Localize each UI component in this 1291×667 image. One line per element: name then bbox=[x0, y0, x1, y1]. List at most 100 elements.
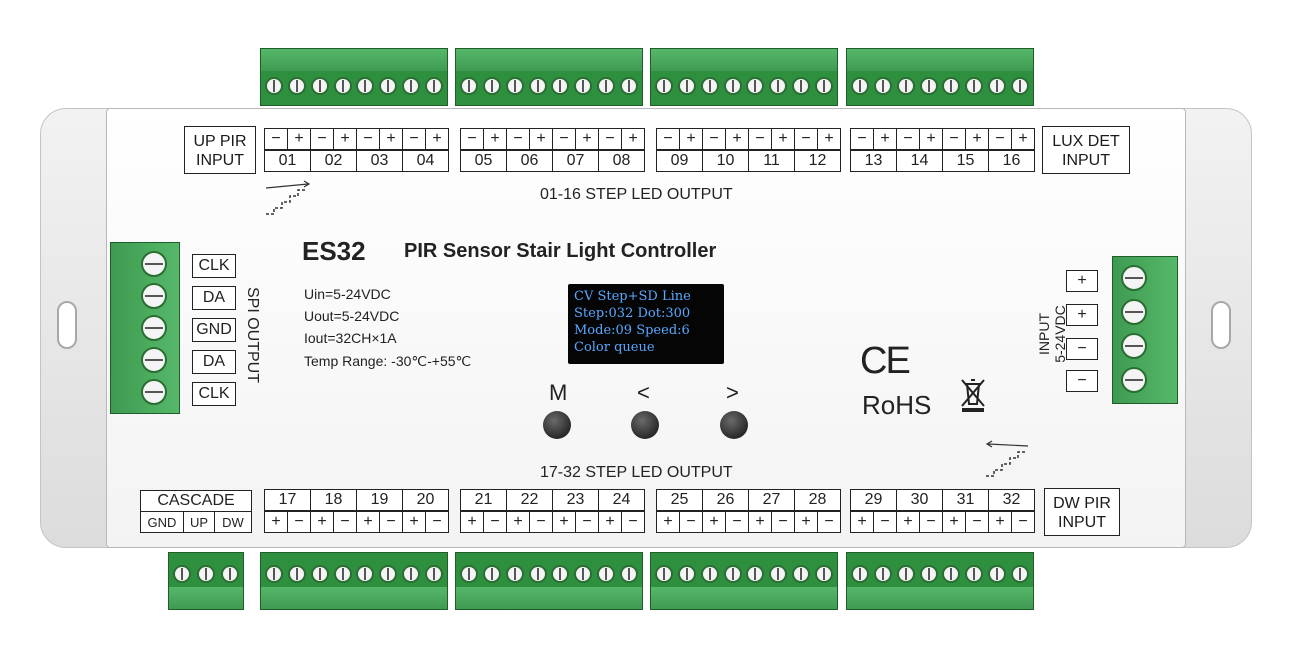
terminal-screw[interactable] bbox=[769, 77, 788, 95]
terminal-screw[interactable] bbox=[460, 77, 478, 95]
terminal-screw[interactable] bbox=[814, 565, 833, 583]
terminal-screw[interactable] bbox=[1121, 367, 1147, 393]
bottom-polarity-cell: + bbox=[598, 511, 622, 533]
terminal-screw[interactable] bbox=[942, 77, 961, 95]
terminal-screw[interactable] bbox=[424, 77, 443, 95]
terminal-screw[interactable] bbox=[141, 283, 167, 309]
terminal-screw[interactable] bbox=[896, 77, 915, 95]
terminal-screw[interactable] bbox=[919, 77, 938, 95]
terminal-screw[interactable] bbox=[700, 77, 719, 95]
terminal-screw[interactable] bbox=[505, 77, 524, 95]
terminal-screw[interactable] bbox=[310, 77, 329, 95]
terminal-screw[interactable] bbox=[221, 565, 239, 583]
next-button[interactable] bbox=[720, 411, 748, 439]
terminal-screw[interactable] bbox=[792, 565, 811, 583]
terminal-screw[interactable] bbox=[1121, 299, 1147, 325]
up-pir-input-label: UP PIR INPUT bbox=[184, 126, 256, 174]
terminal-screw[interactable] bbox=[851, 77, 869, 95]
terminal-screw[interactable] bbox=[356, 565, 375, 583]
terminal-screw[interactable] bbox=[1010, 77, 1029, 95]
terminal-screw[interactable] bbox=[965, 77, 984, 95]
terminal-screw[interactable] bbox=[988, 77, 1007, 95]
terminal-screw[interactable] bbox=[619, 77, 638, 95]
bottom-polarity-cell: + bbox=[402, 511, 426, 533]
terminal-screw[interactable] bbox=[141, 379, 167, 405]
mode-button[interactable] bbox=[543, 411, 571, 439]
right-mounting-slot bbox=[1211, 301, 1231, 349]
bottom-polarity-cell: + bbox=[264, 511, 288, 533]
terminal-screw[interactable] bbox=[965, 565, 984, 583]
terminal-screw[interactable] bbox=[814, 77, 833, 95]
terminal-screw[interactable] bbox=[746, 77, 765, 95]
bottom-polarity-cell: − bbox=[725, 511, 749, 533]
top-polarity-cell: − bbox=[896, 128, 920, 150]
terminal-screw[interactable] bbox=[265, 77, 283, 95]
terminal-screw[interactable] bbox=[356, 77, 375, 95]
terminal-screw[interactable] bbox=[769, 565, 788, 583]
terminal-screw[interactable] bbox=[574, 77, 593, 95]
rohs-label: RoHS bbox=[862, 390, 932, 420]
prev-button[interactable] bbox=[631, 411, 659, 439]
terminal-screw[interactable] bbox=[333, 565, 352, 583]
terminal-screw[interactable] bbox=[873, 565, 892, 583]
terminal-screw[interactable] bbox=[942, 565, 961, 583]
terminal-screw[interactable] bbox=[197, 565, 215, 583]
dw-pir-input-label: DW PIR INPUT bbox=[1044, 488, 1120, 536]
button-m-label: M bbox=[549, 380, 568, 405]
terminal-screw[interactable] bbox=[482, 565, 501, 583]
terminal-screw[interactable] bbox=[655, 77, 673, 95]
top-polarity-cell: − bbox=[552, 128, 576, 150]
terminal-screw[interactable] bbox=[528, 565, 547, 583]
terminal-screw[interactable] bbox=[597, 565, 616, 583]
terminal-screw[interactable] bbox=[988, 565, 1007, 583]
top-polarity-cell: + bbox=[287, 128, 311, 150]
terminal-screw[interactable] bbox=[1121, 265, 1147, 291]
terminal-screw[interactable] bbox=[1010, 565, 1029, 583]
top-channel-number: 03 bbox=[356, 150, 403, 172]
bottom-polarity-cell: − bbox=[1011, 511, 1035, 533]
top-polarity-cell: + bbox=[483, 128, 507, 150]
power-input-label: INPUT 5-24VDC bbox=[1036, 305, 1068, 363]
terminal-screw[interactable] bbox=[851, 565, 869, 583]
terminal-screw[interactable] bbox=[402, 565, 421, 583]
terminal-screw[interactable] bbox=[1121, 333, 1147, 359]
stair-up-icon bbox=[265, 180, 311, 215]
terminal-screw[interactable] bbox=[551, 77, 570, 95]
terminal-screw[interactable] bbox=[379, 565, 398, 583]
terminal-screw[interactable] bbox=[792, 77, 811, 95]
terminal-screw[interactable] bbox=[482, 77, 501, 95]
bottom-polarity-cell: + bbox=[850, 511, 874, 533]
terminal-screw[interactable] bbox=[287, 565, 306, 583]
top-polarity-cell: − bbox=[794, 128, 818, 150]
terminal-screw[interactable] bbox=[141, 315, 167, 341]
terminal-screw[interactable] bbox=[746, 565, 765, 583]
button-prev-label: < bbox=[637, 380, 650, 405]
terminal-screw[interactable] bbox=[460, 565, 478, 583]
terminal-screw[interactable] bbox=[551, 565, 570, 583]
terminal-screw[interactable] bbox=[402, 77, 421, 95]
terminal-screw[interactable] bbox=[619, 565, 638, 583]
terminal-screw[interactable] bbox=[919, 565, 938, 583]
terminal-screw[interactable] bbox=[505, 565, 524, 583]
terminal-screw[interactable] bbox=[265, 565, 283, 583]
terminal-screw[interactable] bbox=[310, 565, 329, 583]
bottom-channel-number: 28 bbox=[794, 489, 841, 511]
terminal-screw[interactable] bbox=[677, 565, 696, 583]
terminal-screw[interactable] bbox=[379, 77, 398, 95]
terminal-screw[interactable] bbox=[141, 251, 167, 277]
terminal-screw[interactable] bbox=[287, 77, 306, 95]
terminal-screw[interactable] bbox=[597, 77, 616, 95]
terminal-screw[interactable] bbox=[574, 565, 593, 583]
terminal-screw[interactable] bbox=[173, 565, 191, 583]
terminal-screw[interactable] bbox=[723, 77, 742, 95]
terminal-screw[interactable] bbox=[333, 77, 352, 95]
terminal-screw[interactable] bbox=[141, 347, 167, 373]
terminal-screw[interactable] bbox=[655, 565, 673, 583]
terminal-screw[interactable] bbox=[873, 77, 892, 95]
terminal-screw[interactable] bbox=[700, 565, 719, 583]
terminal-screw[interactable] bbox=[896, 565, 915, 583]
terminal-screw[interactable] bbox=[677, 77, 696, 95]
terminal-screw[interactable] bbox=[723, 565, 742, 583]
terminal-screw[interactable] bbox=[528, 77, 547, 95]
terminal-screw[interactable] bbox=[424, 565, 443, 583]
